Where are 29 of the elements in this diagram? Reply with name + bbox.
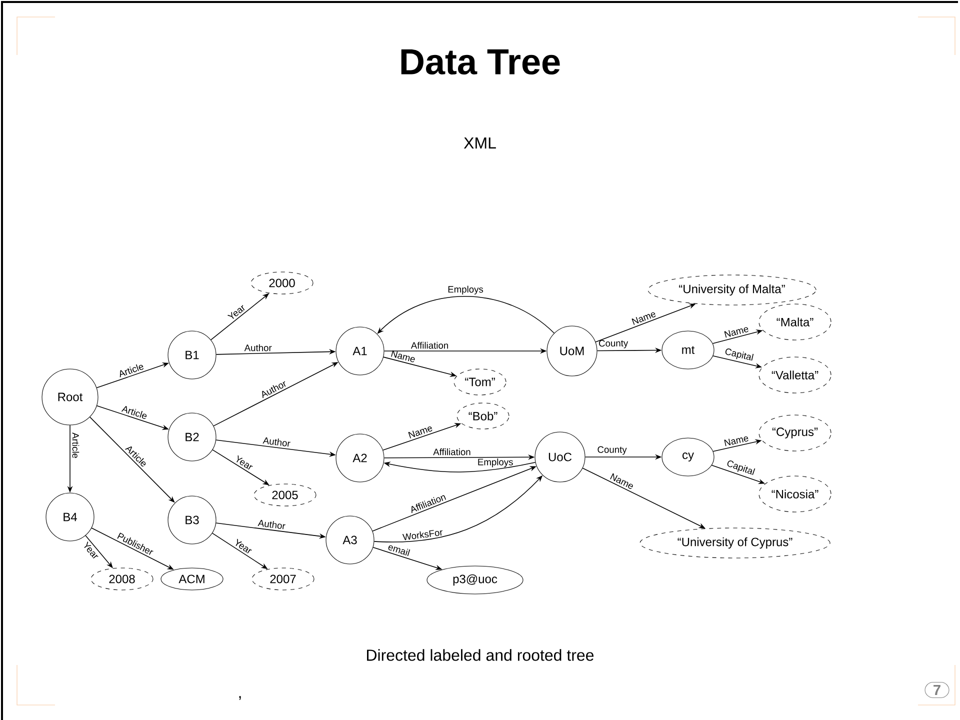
edge-label: Name	[391, 350, 415, 362]
edge-label: County	[599, 340, 628, 348]
edge-label: Author	[244, 344, 272, 352]
edge-label: email	[388, 545, 410, 556]
edge-label: WorksFor	[402, 530, 442, 540]
edge-label: Article	[121, 406, 147, 419]
edge-label: Year	[227, 305, 245, 319]
edge-label: Name	[632, 312, 656, 325]
edge-label: Name	[724, 436, 748, 446]
edge-label: County	[598, 446, 627, 455]
edge-label: Employs	[448, 286, 484, 294]
edge-label: Affiliation	[433, 448, 470, 456]
edge-label: Author	[258, 520, 286, 530]
edge-label: Capital	[725, 348, 754, 361]
edge-label: Employs	[478, 458, 513, 468]
title: Data Tree	[401, 49, 560, 75]
edge-label: Year	[236, 455, 253, 470]
stray-mark: ,	[239, 696, 241, 700]
edge-label: Affiliation	[410, 342, 448, 349]
plain-text: XML	[464, 138, 496, 148]
page-number: 7	[924, 682, 950, 698]
edge-label: Author	[262, 437, 290, 447]
edge-label: Year	[236, 538, 252, 554]
edge-label: Article	[72, 432, 80, 458]
edge-label: Name	[724, 327, 748, 338]
edge-label: Article	[120, 364, 144, 378]
caption: Directed labeled and rooted tree	[367, 649, 594, 661]
edge-label: Name	[408, 426, 432, 438]
edge-label: Capital	[727, 460, 756, 475]
